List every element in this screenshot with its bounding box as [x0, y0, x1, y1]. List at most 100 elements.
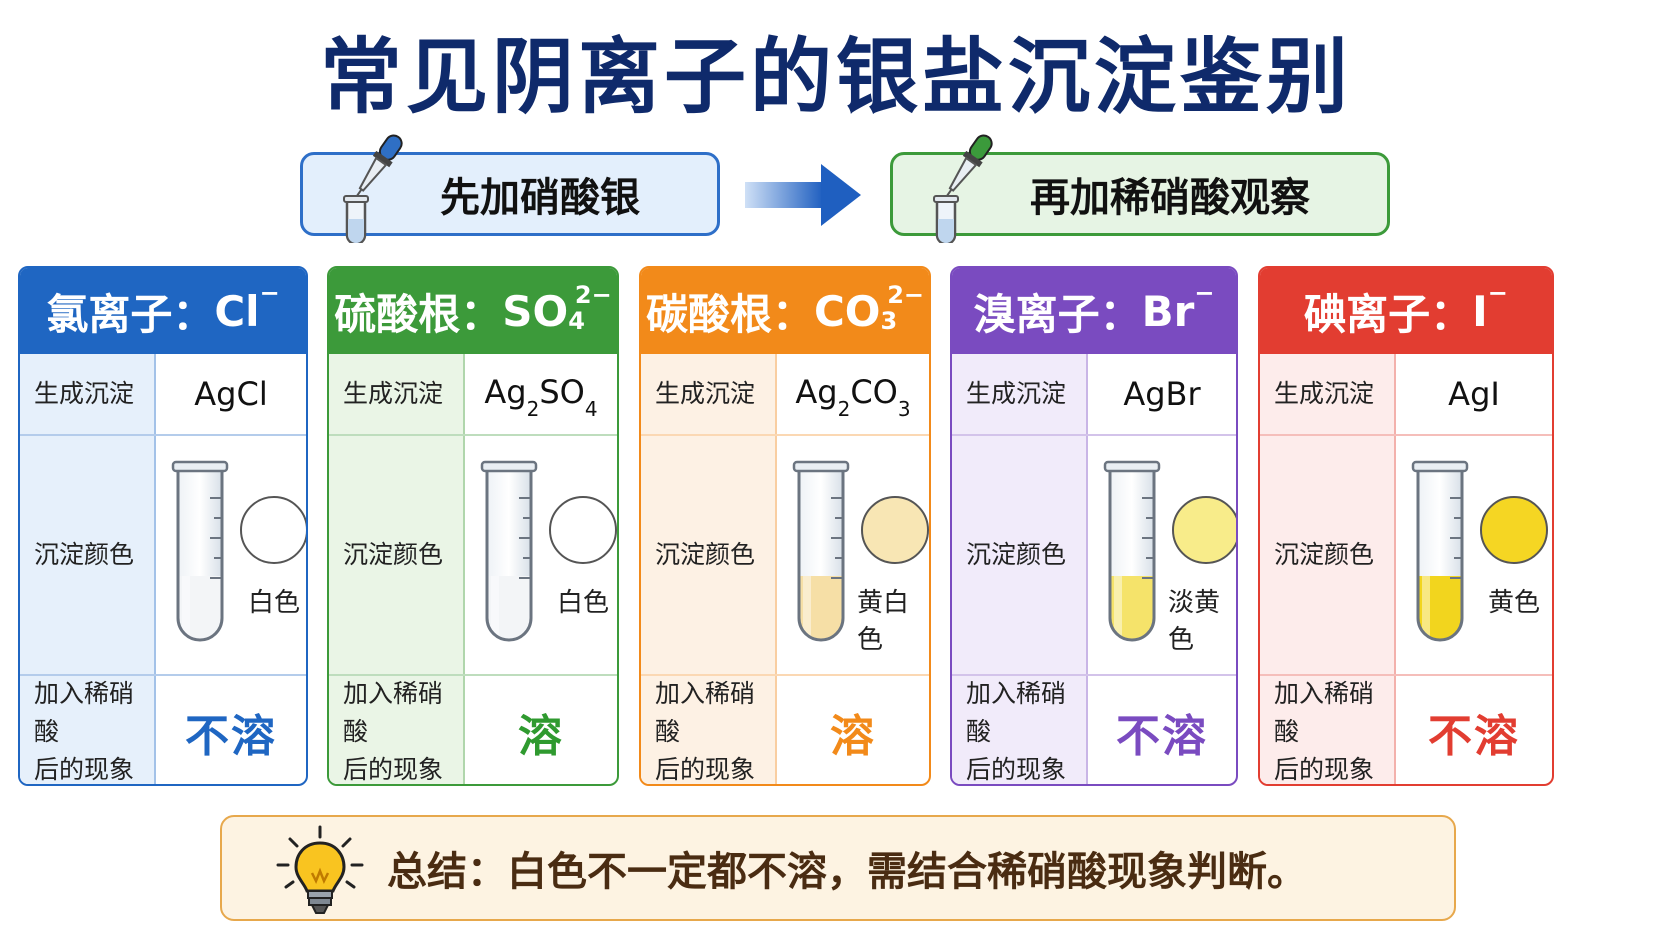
formula-part: Ag: [795, 372, 838, 411]
precipitate-color-label: 白色: [248, 588, 301, 618]
color-swatch: [240, 496, 306, 564]
precipitate-formula: AgBr: [1123, 375, 1200, 413]
test-tube-icon: [792, 460, 850, 642]
label-line: 后的现象: [655, 755, 756, 784]
ion-symbol: CO: [813, 286, 881, 336]
label-line: 加入稀硝酸: [34, 679, 135, 746]
precipitate-color-cell: 白色: [156, 436, 306, 674]
precipitate-color-label: 白色: [557, 588, 610, 618]
ion-symbol: SO: [502, 286, 569, 336]
color-swatch: [549, 496, 617, 564]
row-label-precipitate: 生成沉淀: [20, 354, 156, 434]
ion-header: 溴离子： Br−: [952, 268, 1236, 354]
label-line: 加入稀硝酸: [655, 679, 756, 746]
ion-symbol: I: [1472, 286, 1488, 336]
label-line: 加入稀硝酸: [343, 679, 444, 746]
label-line: 后的现象: [343, 755, 444, 784]
row-label-precipitate: 生成沉淀: [952, 354, 1088, 434]
precipitate-color-label: 黄色: [1488, 588, 1541, 618]
row-label-after-acid: 加入稀硝酸 后的现象: [641, 676, 777, 784]
step-label: 再加稀硝酸观察: [1030, 175, 1310, 221]
ion-name: 碘离子：: [1304, 289, 1473, 339]
color-swatch: [1172, 496, 1236, 564]
row-label-color: 沉淀颜色: [20, 436, 156, 674]
solubility-result: 不溶: [185, 711, 277, 762]
step-add-silver-nitrate: 先加硝酸银: [300, 134, 720, 243]
label-line: 后的现象: [966, 755, 1067, 784]
solubility-result: 不溶: [1428, 711, 1520, 762]
row-label-color: 沉淀颜色: [329, 436, 465, 674]
row-label-color: 沉淀颜色: [952, 436, 1088, 674]
ion-name: 硫酸根：: [334, 289, 503, 339]
ion-header: 碘离子： I−: [1260, 268, 1552, 354]
formula-part: AgI: [1448, 375, 1500, 413]
formula-part: CO: [850, 372, 898, 411]
precipitate-formula: Ag2SO4: [484, 372, 597, 421]
ion-subscript: 4: [568, 307, 585, 335]
precipitate-color-label: 黄白色: [857, 588, 910, 655]
row-label-after-acid: 加入稀硝酸 后的现象: [1260, 676, 1396, 784]
dropper-icon: [343, 134, 403, 243]
row-label-after-acid: 加入稀硝酸 后的现象: [20, 676, 156, 784]
step-add-dilute-nitric-acid: 再加稀硝酸观察: [890, 134, 1390, 243]
test-tube-icon: [1103, 460, 1161, 642]
ion-name: 溴离子：: [973, 289, 1142, 339]
color-swatch: [1480, 496, 1548, 564]
ion-name: 氯离子：: [46, 289, 215, 339]
ion-charge: 2−: [887, 281, 925, 309]
summary-box: 总结：白色不一定都不溶，需结合稀硝酸现象判断。: [220, 815, 1456, 921]
step-label: 先加硝酸银: [440, 175, 640, 221]
test-tube-icon: [171, 460, 229, 642]
label-line: 加入稀硝酸: [966, 679, 1067, 746]
label-line: 加入稀硝酸: [1274, 679, 1375, 746]
ion-card: 氯离子： Cl− 生成沉淀 AgCl 沉淀颜色: [18, 266, 308, 786]
ion-card: 碘离子： I− 生成沉淀 AgI 沉淀颜色: [1258, 266, 1554, 786]
ion-charge: −: [1194, 279, 1215, 307]
formula-part: AgCl: [194, 375, 268, 413]
summary-text: 总结：白色不一定都不溶，需结合稀硝酸现象判断。: [387, 849, 1307, 895]
precipitate-formula: AgI: [1448, 375, 1500, 413]
test-tube-icon: [1411, 460, 1469, 642]
ion-symbol: Br: [1141, 286, 1195, 336]
formula-part: Ag: [484, 372, 527, 411]
label-line: 后的现象: [1274, 755, 1375, 784]
row-label-color: 沉淀颜色: [641, 436, 777, 674]
row-label-precipitate: 生成沉淀: [329, 354, 465, 434]
dropper-icon: [933, 134, 993, 243]
color-swatch: [861, 496, 929, 564]
formula-subscript: 3: [897, 397, 911, 422]
solubility-result: 溶: [830, 711, 876, 762]
label-line: 后的现象: [34, 755, 135, 784]
ion-name: 碳酸根：: [645, 289, 814, 339]
lightbulb-icon: [276, 825, 364, 914]
precipitate-color-cell: 黄色: [1396, 436, 1552, 674]
row-label-precipitate: 生成沉淀: [1260, 354, 1396, 434]
page-title: 常见阴离子的银盐沉淀鉴别: [319, 30, 1352, 125]
arrow-icon: [745, 164, 861, 226]
formula-subscript: 2: [526, 397, 540, 422]
ion-symbol: Cl: [214, 286, 260, 336]
formula-subscript: 4: [584, 397, 598, 422]
ion-charge: 2−: [574, 281, 612, 309]
precipitate-color-cell: 黄白色: [777, 436, 929, 674]
ion-charge: −: [1487, 279, 1508, 307]
row-label-precipitate: 生成沉淀: [641, 354, 777, 434]
ion-header: 氯离子： Cl−: [20, 268, 306, 354]
test-tube-icon: [480, 460, 538, 642]
ion-subscript: 3: [880, 307, 898, 335]
precipitate-color-label: 淡黄色: [1168, 588, 1221, 655]
solubility-result: 溶: [518, 711, 564, 762]
precipitate-formula: Ag2CO3: [795, 372, 910, 421]
row-label-after-acid: 加入稀硝酸 后的现象: [329, 676, 465, 784]
formula-part: SO: [539, 372, 585, 411]
solubility-result: 不溶: [1116, 711, 1208, 762]
formula-subscript: 2: [837, 397, 851, 422]
row-label-color: 沉淀颜色: [1260, 436, 1396, 674]
precipitate-color-cell: 淡黄色: [1088, 436, 1236, 674]
row-label-after-acid: 加入稀硝酸 后的现象: [952, 676, 1088, 784]
precipitate-formula: AgCl: [194, 375, 267, 413]
